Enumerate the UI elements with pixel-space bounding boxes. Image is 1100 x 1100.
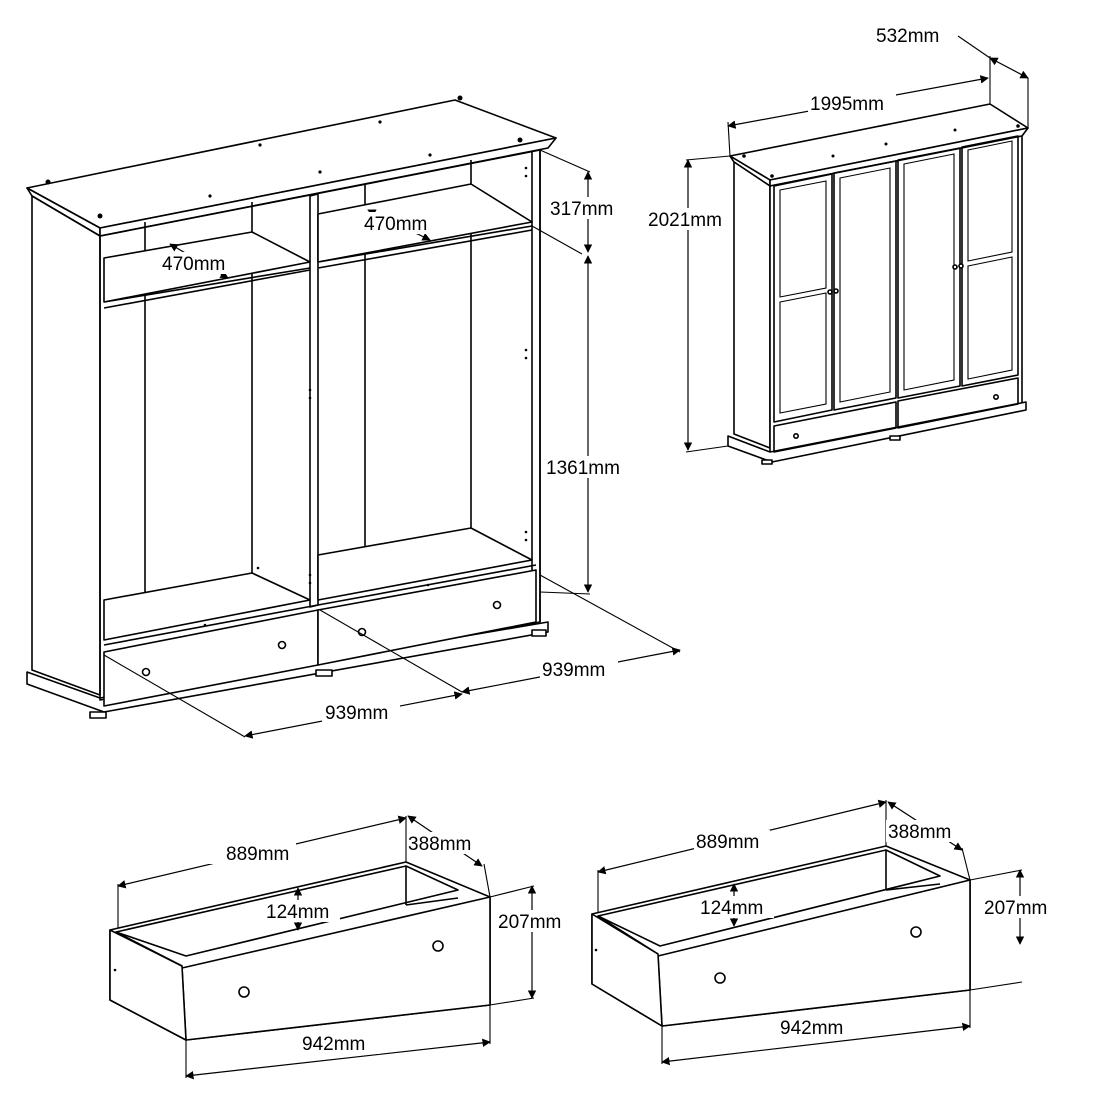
label-shelf-depth-left: 470mm — [162, 254, 225, 275]
label-overall-height: 2021mm — [648, 210, 722, 231]
label-drawer-left-length: 889mm — [226, 844, 289, 865]
label-drawer-left-height: 207mm — [498, 912, 561, 933]
drawer-knob-right — [492, 600, 502, 610]
label-drawer-right-front-width: 942mm — [780, 1018, 843, 1039]
drawer-front-right — [317, 569, 537, 666]
top-holes — [45, 95, 523, 219]
label-drawer-right-depth: 388mm — [888, 822, 951, 843]
dimension-labels: 470mm 470mm 317mm 1361mm 939mm 939mm 532… — [160, 26, 1058, 1055]
drawer-right-knob-1 — [910, 926, 922, 938]
label-top-compartment-height: 317mm — [550, 199, 613, 220]
label-drawer-left-inner-height: 124mm — [266, 902, 329, 923]
drawer-right — [591, 799, 1025, 1066]
label-drawer-left-depth: 388mm — [408, 834, 471, 855]
drawer-left-knob-1 — [432, 940, 444, 952]
label-overall-depth: 532mm — [876, 26, 939, 47]
label-hanging-height: 1361mm — [546, 458, 620, 479]
drawer-knob-left — [277, 640, 287, 650]
label-drawer-right-height: 207mm — [984, 898, 1047, 919]
drawer-left-knob-2 — [238, 986, 250, 998]
left-side-panel — [31, 195, 101, 696]
label-shelf-depth-right: 470mm — [364, 214, 427, 235]
open-wardrobe — [26, 95, 681, 739]
label-drawer-right-length: 889mm — [696, 832, 759, 853]
label-inner-width-right: 939mm — [542, 660, 605, 681]
closed-wardrobe — [683, 35, 1029, 465]
label-overall-width: 1995mm — [810, 94, 884, 115]
label-inner-width-left: 939mm — [325, 703, 388, 724]
drawer-right-knob-2 — [714, 972, 726, 984]
label-drawer-right-inner-height: 124mm — [700, 898, 763, 919]
label-drawer-left-front-width: 942mm — [302, 1034, 365, 1055]
drawer-left — [109, 815, 537, 1080]
